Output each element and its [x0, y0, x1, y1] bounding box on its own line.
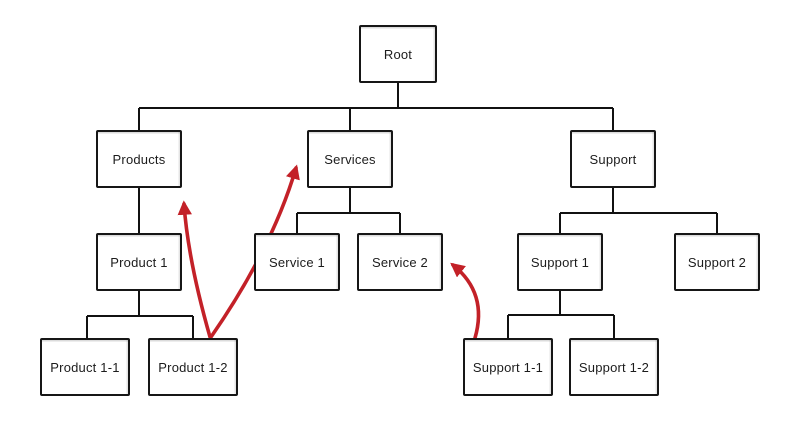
node-support-1-label: Support 1 [530, 254, 590, 270]
node-service-1: Service 1 [254, 233, 340, 291]
red-arrow-product12-to-products [177, 200, 212, 339]
node-support-1-1-label: Support 1-1 [472, 359, 544, 375]
node-product-1-1: Product 1-1 [40, 338, 130, 396]
node-products: Products [96, 130, 182, 188]
node-product-1-label: Product 1 [110, 254, 168, 270]
node-products-label: Products [112, 151, 166, 167]
edge-services-to-children [296, 188, 401, 233]
node-support-2-label: Support 2 [687, 254, 747, 270]
node-support-label: Support [589, 151, 637, 167]
node-product-1-2: Product 1-2 [148, 338, 238, 396]
node-service-2-label: Service 2 [372, 254, 428, 270]
node-service-1-label: Service 1 [269, 254, 325, 270]
node-support-1-2-label: Support 1-2 [578, 359, 650, 375]
node-product-1-1-label: Product 1-1 [50, 359, 120, 375]
edge-support-to-children [559, 188, 718, 233]
node-services-label: Services [324, 151, 376, 167]
edge-root-to-level1 [138, 83, 614, 130]
edge-support1-to-children [507, 291, 615, 338]
node-product-1-2-label: Product 1-2 [158, 359, 228, 375]
node-support-1-1: Support 1-1 [463, 338, 553, 396]
node-root: Root [359, 25, 437, 83]
node-service-2: Service 2 [357, 233, 443, 291]
node-support-2: Support 2 [674, 233, 760, 291]
node-root-label: Root [383, 46, 413, 62]
node-support-1-2: Support 1-2 [569, 338, 659, 396]
node-support: Support [570, 130, 656, 188]
node-product-1: Product 1 [96, 233, 182, 291]
node-services: Services [307, 130, 393, 188]
red-arrow-support11-to-service2 [450, 262, 481, 340]
node-support-1: Support 1 [517, 233, 603, 291]
edge-product1-to-children [86, 291, 194, 338]
